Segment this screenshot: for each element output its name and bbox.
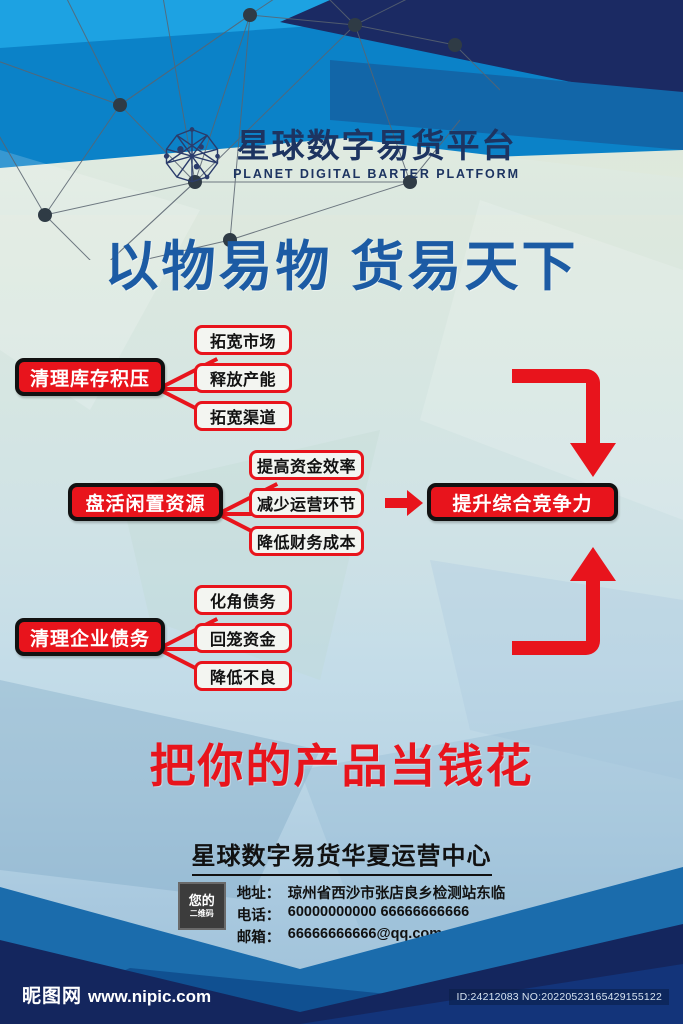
qr-line-2: 二维码 (189, 909, 214, 918)
sub-box-2-1: 提高资金效率 (249, 450, 364, 480)
phone-label: 电话： (236, 908, 281, 924)
brand-name-en: PLANET DIGITAL BARTER PLATFORM (233, 166, 520, 181)
address-value: 琼州省西沙市张店良乡检测站东临 (287, 886, 506, 902)
main-box-2: 盘活闲置资源 (68, 483, 223, 521)
divider (191, 874, 492, 876)
sub-box-3-2: 回笼资金 (194, 623, 292, 653)
email-row: 邮箱： 66666666666@qq.com (237, 926, 506, 947)
slogan: 把你的产品当钱花 (149, 740, 534, 792)
sub-box-1-2-label: 释放产能 (209, 372, 276, 389)
qr-code-placeholder: 您的 二维码 (177, 882, 226, 930)
contact-title: 星球数字易货华夏运营中心 (191, 843, 492, 870)
benefit-diagram: 清理库存积压 拓宽市场 释放产能 拓宽渠道 盘活闲置资源 提高资金效率 减少运营… (0, 325, 683, 705)
connector-line (162, 387, 210, 391)
network-sphere-icon (163, 127, 220, 183)
watermark-id: ID:24212083 NO:20220523165429155122 (449, 989, 669, 1005)
sub-box-2-2-label: 减少运营环节 (256, 497, 356, 514)
brand-logo: 星球数字易货平台 PLANET DIGITAL BARTER PLATFORM (0, 126, 683, 184)
main-box-3: 清理企业债务 (15, 618, 165, 656)
email-value: 66666666666@qq.com (287, 926, 443, 942)
main-box-3-label: 清理企业债务 (29, 628, 150, 650)
sub-box-3-3: 降低不良 (194, 661, 292, 691)
main-box-1-label: 清理库存积压 (29, 368, 150, 390)
connector-line (222, 512, 254, 516)
sub-box-1-1-label: 拓宽市场 (209, 334, 276, 351)
sub-box-2-1-label: 提高资金效率 (256, 459, 356, 476)
sub-box-3-3-label: 降低不良 (209, 670, 276, 687)
watermark-site-url: www.nipic.com (88, 987, 212, 1006)
phone-row: 电话： 60000000000 66666666666 (237, 904, 506, 925)
sub-box-1-2: 释放产能 (194, 363, 292, 393)
address-label: 地址： (236, 886, 281, 902)
email-label: 邮箱： (236, 930, 281, 946)
watermark-logo: 昵图网 www.nipic.com (22, 981, 211, 1008)
watermark-site-cn: 昵图网 (22, 986, 83, 1007)
page-title: 以物易物 货易天下 (104, 237, 579, 297)
phone-value: 60000000000 66666666666 (287, 904, 470, 920)
sub-box-1-1: 拓宽市场 (194, 325, 292, 355)
result-box: 提升综合竞争力 (427, 483, 618, 521)
address-row: 地址： 琼州省西沙市张店良乡检测站东临 (237, 882, 506, 903)
elbow-right-down-arrow-icon (512, 369, 616, 477)
main-box-1: 清理库存积压 (15, 358, 165, 396)
sub-box-1-3-label: 拓宽渠道 (209, 410, 276, 427)
qr-line-1: 您的 (188, 893, 215, 908)
contact-section: 星球数字易货华夏运营中心 您的 二维码 地址： 琼州省西沙市张店良乡检测站东临 … (0, 836, 683, 947)
main-box-2-label: 盘活闲置资源 (85, 493, 206, 515)
sub-box-2-3: 降低财务成本 (249, 526, 364, 556)
sub-box-3-2-label: 回笼资金 (209, 632, 276, 649)
sub-box-3-1: 化角债务 (194, 585, 292, 615)
elbow-right-up-arrow-icon (512, 547, 616, 655)
sub-box-2-2: 减少运营环节 (249, 488, 364, 518)
sub-box-1-3: 拓宽渠道 (194, 401, 292, 431)
brand-name-cn: 星球数字易货平台 (236, 127, 517, 165)
network-graphic (0, 0, 500, 260)
right-arrow-icon (385, 490, 423, 516)
sub-box-2-3-label: 降低财务成本 (256, 535, 356, 552)
result-box-label: 提升综合竞争力 (452, 493, 593, 515)
sub-box-3-1-label: 化角债务 (209, 594, 276, 611)
connector-line (162, 647, 210, 651)
